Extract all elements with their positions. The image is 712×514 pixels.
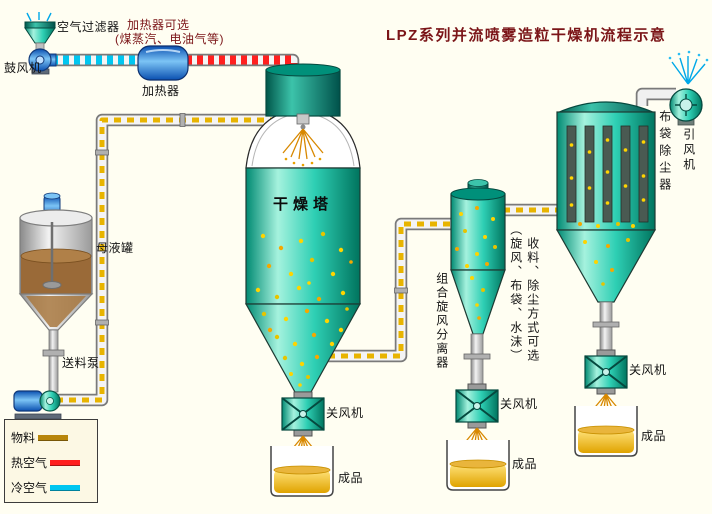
pipe-bagfilter-to-fan [635,87,676,106]
rotary-valve-label-tower: 关风机 [326,406,364,420]
product-container-cyclone [446,439,510,491]
cyclone-label: 组合旋风分离器 [434,272,449,370]
bagfilter-cone-particles [583,238,630,286]
fan-exhaust-spray-icon [668,50,709,85]
page-title: LPZ系列并流喷雾造粒干燥机流程示意 [386,27,667,44]
feed-pump [13,390,62,420]
legend-item-label: 冷空气 [11,481,48,495]
blower-fan [28,48,57,75]
product-container-bagfilter [574,405,638,457]
mother-liquor-tank [18,192,94,393]
cyclone-separator [450,179,506,387]
heater [137,45,189,81]
blower-label: 鼓风机 [4,61,42,75]
product-label-cyclone: 成品 [512,457,538,471]
legend: 物料 热空气 冷空气 [4,419,98,503]
cyclone-particles [455,206,497,320]
induced-draft-fan [668,50,709,126]
drying-tower-label: 干燥塔 [273,196,334,213]
legend-item-label: 物料 [11,431,36,445]
air-intake-icon [26,12,52,22]
bag-filter [555,101,657,353]
nozzle-fitting-icon [296,113,310,125]
product-label-tower: 成品 [338,471,364,485]
legend-item-cold-air: 冷空气 [11,475,92,500]
legend-item-swatch-hot-air [50,459,81,466]
bagfilter-particles [569,138,646,228]
rotary-valve-label-cyclone: 关风机 [500,397,538,411]
options-note-col2: 收料、除尘方式可选 [525,237,540,363]
rotary-valve-bagfilter [584,349,628,395]
product-container-tower [270,445,334,497]
tower-particles [255,231,353,387]
product-label-bagfilter: 成品 [641,429,667,443]
air-filter [24,12,56,51]
pipe-tower-to-cyclone [328,217,453,363]
filter-bags-icon [566,125,649,223]
rotary-valve-tower [281,391,325,437]
feed-pump-label: 送料泵 [62,356,100,370]
heater-label: 加热器 [142,84,180,98]
legend-item-swatch-cold-air [50,484,81,491]
spray-nozzle-icon [282,124,324,167]
heater-note-line1: 加热器可选 [127,18,190,32]
rotary-valve-label-bagfilter: 关风机 [629,363,667,377]
rotary-valve-cyclone [455,383,499,429]
legend-item-material: 物料 [11,425,92,450]
options-note-col1: （旋风、布袋、水沫） [508,223,523,363]
legend-item-label: 热空气 [11,456,48,470]
drying-tower [244,63,362,393]
induced-fan-label: 引风机 [681,128,696,173]
legend-item-hot-air: 热空气 [11,450,92,475]
pipe-feed-material [56,113,276,407]
heater-note-line2: (煤蒸汽、电油气等) [115,32,224,46]
legend-item-swatch-material [38,434,69,441]
mother-tank-label: 母液罐 [96,241,134,255]
bag-filter-label: 布袋除尘器 [657,110,672,195]
air-filter-label: 空气过滤器 [57,20,120,34]
